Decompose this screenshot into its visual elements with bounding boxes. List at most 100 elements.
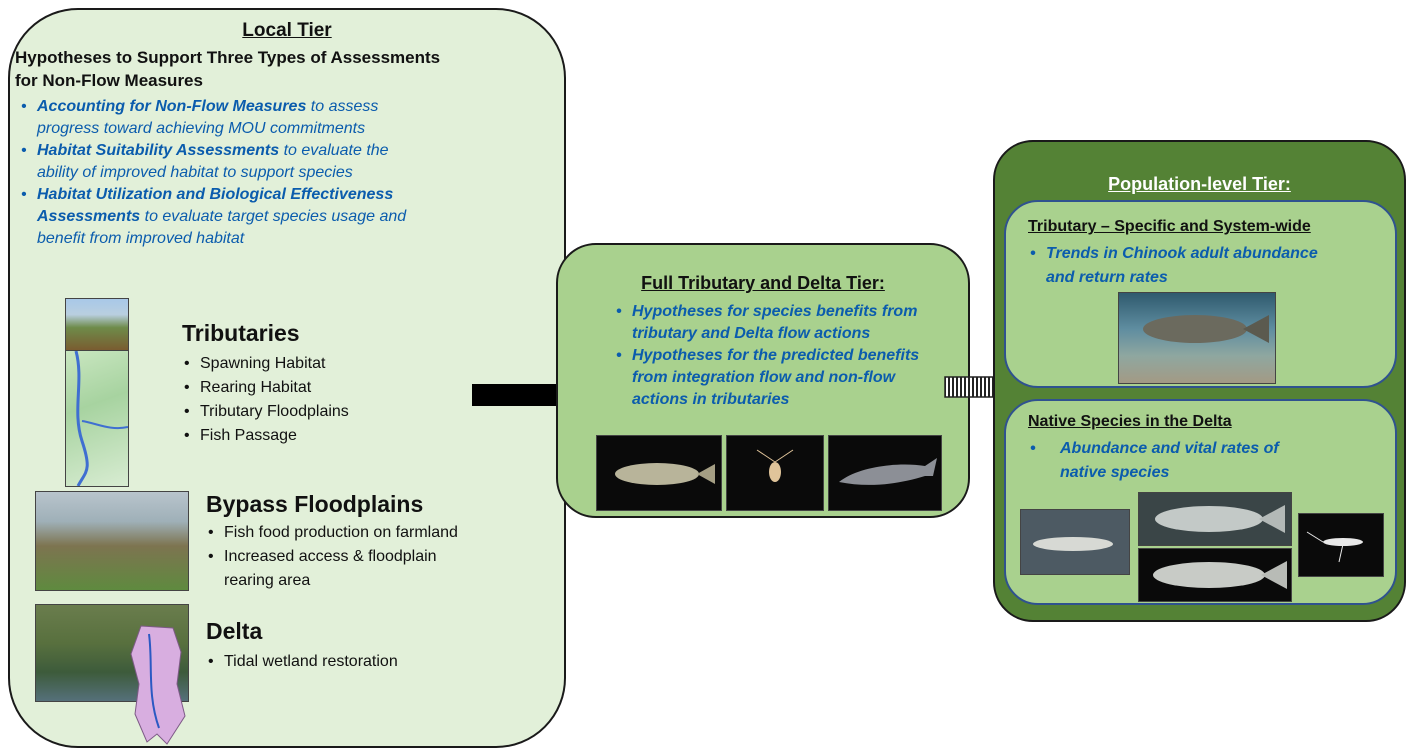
bullet-icon: • [21, 98, 27, 115]
tributary-subpanel: Tributary – Specific and System-wide • Tr… [1004, 200, 1397, 388]
list-item-text: Fish food production on farmland [224, 524, 458, 541]
hypothesis-bullet: • Abundance and vital rates of native spec… [1024, 437, 1279, 485]
local-tier-subtitle-line1: Hypotheses to Support Three Types of Ass… [15, 48, 441, 67]
local-tier-title: Local Tier [242, 20, 332, 41]
bullet-line: native species [1060, 464, 1170, 481]
bullet-icon: • [1030, 245, 1036, 262]
bullet-text: to assess [306, 98, 379, 115]
full-tier-panel: Full Tributary and Delta Tier: • Hypothes… [556, 243, 970, 518]
local-tier-subtitle-line2: for Non-Flow Measures [15, 71, 203, 90]
bullet-icon: • [1030, 440, 1036, 457]
bullet-icon: • [184, 427, 190, 444]
bullet-text: progress toward achieving MOU commitment… [37, 120, 366, 137]
bullet-line: progress toward achieving MOU commitment… [37, 118, 406, 140]
list-item-text: Increased access & floodplain [224, 548, 437, 565]
fish-icon [615, 463, 715, 485]
list-item: rearing area [202, 569, 458, 593]
bullet-icon: • [208, 524, 214, 541]
tributaries-heading: Tributaries [182, 320, 300, 346]
local-tier-panel: Local Tier Hypotheses to Support Three T… [8, 8, 566, 748]
bullet-line: Habitat Utilization and Biological Effec… [37, 184, 406, 206]
delta-smelt-photo [1020, 509, 1130, 575]
juvenile-salmon-photo [596, 435, 722, 511]
longfin-smelt-photo [1138, 492, 1292, 546]
list-item-text: Fish Passage [200, 427, 297, 444]
native-species-subpanel: Native Species in the Delta • Abundance a… [1004, 399, 1397, 605]
bullet-line: tributary and Delta flow actions [632, 325, 871, 342]
bullet-line: Habitat Suitability Assessments to evalu… [37, 140, 406, 162]
bullet-icon: • [184, 403, 190, 420]
population-tier-title: Population-level Tier: [1108, 174, 1291, 194]
mysid-icon [1306, 531, 1363, 563]
full-tier-title: Full Tributary and Delta Tier: [641, 273, 885, 293]
bullet-icon: • [208, 548, 214, 565]
chinook-salmon-photo [1118, 292, 1276, 384]
bypass-heading: Bypass Floodplains [206, 491, 424, 517]
delta-list: • Tidal wetland restoration [202, 650, 398, 674]
tributaries-list: • Spawning Habitat • Rearing Habitat • Tribut… [178, 352, 349, 448]
bullet-line: ability of improved habitat to support s… [37, 162, 406, 184]
assessment-bullet: • Habitat Utilization and Biological Effe… [15, 184, 406, 250]
delta-watershed-map [127, 624, 187, 749]
native-fish-photo [1138, 548, 1292, 602]
watershed-map-icon [130, 625, 186, 745]
bullet-line: Trends in Chinook adult abundance [1046, 245, 1318, 262]
hypothesis-bullet: • Hypotheses for species benefits from tri… [610, 301, 919, 345]
bullet-icon: • [184, 355, 190, 372]
bullet-line: from integration flow and non-flow [632, 369, 896, 386]
bullet-emphasis: Assessments [37, 208, 141, 225]
bullet-icon: • [21, 186, 27, 203]
list-item: • Spawning Habitat [178, 352, 349, 376]
mysid-photo [1298, 513, 1384, 577]
zooplankton-photo [726, 435, 824, 511]
bullet-icon: • [616, 347, 622, 364]
bypass-list: • Fish food production on farmland • Increa… [202, 521, 458, 593]
tributary-map-image [65, 350, 129, 487]
assessment-bullet: •Habitat Suitability Assessments to eval… [15, 140, 406, 184]
native-subpanel-bullet: • Abundance and vital rates of native spec… [1024, 437, 1279, 485]
bullet-text: to evaluate target species usage and [140, 208, 407, 225]
hypothesis-bullet: • Hypotheses for the predicted benefits fr… [610, 345, 919, 411]
tributary-aerial-photo [65, 298, 129, 352]
tributary-subpanel-title: Tributary – Specific and System-wide [1028, 218, 1311, 235]
population-tier-panel: Population-level Tier: Tributary – Speci… [993, 140, 1406, 622]
list-item-text: Tributary Floodplains [200, 403, 349, 420]
list-item: • Tributary Floodplains [178, 400, 349, 424]
hypothesis-bullet: • Trends in Chinook adult abundance and re… [1024, 242, 1318, 290]
bullet-line: benefit from improved habitat [37, 228, 406, 250]
bullet-text: benefit from improved habitat [37, 230, 245, 247]
delta-heading: Delta [206, 618, 263, 644]
native-fish-icon [1153, 561, 1287, 589]
bullet-line: and return rates [1046, 269, 1168, 286]
smelt-icon [1033, 537, 1113, 551]
list-item: • Fish food production on farmland [202, 521, 458, 545]
bullet-line: actions in tributaries [632, 391, 790, 408]
list-item-text: rearing area [224, 572, 311, 589]
salmon-icon [1143, 315, 1269, 343]
bullet-line: Hypotheses for the predicted benefits [632, 347, 920, 364]
bullet-line: Hypotheses for species benefits from [632, 303, 918, 320]
bullet-text: ability of improved habitat to support s… [37, 164, 353, 181]
list-item: • Increased access & floodplain [202, 545, 458, 569]
full-tier-bullet-list: • Hypotheses for species benefits from tri… [610, 301, 919, 411]
bullet-icon: • [208, 653, 214, 670]
bullet-icon: • [184, 379, 190, 396]
bullet-text: to evaluate the [279, 142, 389, 159]
list-item-text: Tidal wetland restoration [224, 653, 398, 670]
list-item-text: Rearing Habitat [200, 379, 312, 396]
list-item: • Tidal wetland restoration [202, 650, 398, 674]
sturgeon-icon [839, 458, 937, 485]
bullet-icon: • [616, 303, 622, 320]
tributary-subpanel-bullet: • Trends in Chinook adult abundance and re… [1024, 242, 1318, 290]
list-item: • Rearing Habitat [178, 376, 349, 400]
bullet-emphasis: Accounting for Non-Flow Measures [37, 98, 307, 115]
list-item-text: Spawning Habitat [200, 355, 326, 372]
bullet-line: Abundance and vital rates of [1060, 440, 1279, 457]
native-subpanel-title: Native Species in the Delta [1028, 413, 1232, 430]
bullet-emphasis: Habitat Utilization and Biological Effec… [37, 186, 394, 203]
river-map-icon [74, 351, 128, 486]
bypass-floodplain-photo [35, 491, 189, 591]
assessment-bullet: • Accounting for Non-Flow Measures to ass… [15, 96, 406, 140]
local-tier-bullet-list: • Accounting for Non-Flow Measures to ass… [15, 96, 406, 250]
list-item: • Fish Passage [178, 424, 349, 448]
